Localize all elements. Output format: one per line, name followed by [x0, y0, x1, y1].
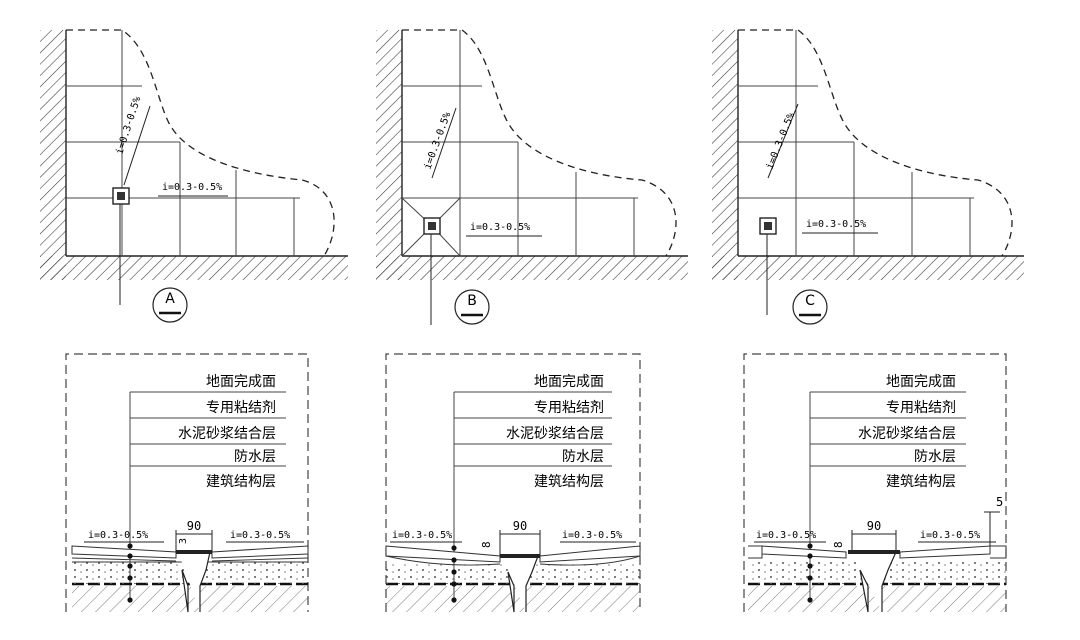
dim-depth-c: 8 [832, 541, 845, 548]
wall-hatch-bottom [40, 256, 348, 280]
layer-label-a-0: 地面完成面 [206, 374, 276, 390]
wall-hatch-left [376, 30, 402, 280]
layer-label-a-3: 防水层 [234, 449, 276, 465]
section-marker-label-b: B [467, 293, 477, 309]
section-marker-label-c: C [805, 293, 815, 309]
section-frame [743, 353, 1007, 612]
dim-depth-b: 8 [480, 541, 493, 548]
slope-label-diag-a: i=0.3-0.5% [114, 95, 143, 156]
layer-label-a-1: 专用粘结剂 [206, 400, 276, 416]
break-line [402, 29, 677, 257]
layer-label-c-1: 专用粘结剂 [886, 400, 956, 416]
layer-label-c-4: 建筑结构层 [886, 474, 956, 490]
layer-label-c-3: 防水层 [914, 449, 956, 465]
slope-left-c: i=0.3-0.5% [756, 530, 816, 541]
plan-view-a: i=0.3-0.5% i=0.3-0.5% A [40, 29, 348, 323]
layer-label-b-3: 防水层 [562, 449, 604, 465]
wall-hatch-bottom [712, 256, 1024, 280]
section-view-a: 地面完成面 专用粘结剂 水泥砂浆结合层 防水层 建筑结构层 90 3 i=0.3… [65, 353, 309, 613]
dim-width-b: 90 [513, 519, 527, 533]
slope-label-horiz-c: i=0.3-0.5% [806, 219, 866, 230]
section-view-c: 地面完成面 专用粘结剂 水泥砂浆结合层 防水层 建筑结构层 90 8 i=0.3… [743, 353, 1007, 613]
section-view-b: 地面完成面 专用粘结剂 水泥砂浆结合层 防水层 建筑结构层 90 8 i=0.3… [385, 353, 641, 613]
layer-label-b-1: 专用粘结剂 [534, 400, 604, 416]
slope-label-diag-c: i=0.3-0.5% [765, 111, 798, 171]
structure-layer [72, 586, 308, 612]
slope-label-horiz-a: i=0.3-0.5% [162, 182, 222, 193]
layer-label-c-2: 水泥砂浆结合层 [858, 426, 956, 442]
wall-hatch-bottom [376, 256, 688, 280]
dim-width-a: 90 [187, 519, 201, 533]
slope-left-a: i=0.3-0.5% [88, 530, 148, 541]
slope-label-horiz-b: i=0.3-0.5% [470, 222, 530, 233]
dim-width-c: 90 [867, 519, 881, 533]
wall-hatch-left [40, 30, 66, 280]
layer-label-b-2: 水泥砂浆结合层 [506, 426, 604, 442]
layer-label-a-4: 建筑结构层 [206, 474, 276, 490]
slope-right-a: i=0.3-0.5% [230, 530, 290, 541]
drain-body-a [178, 551, 211, 613]
break-line [738, 29, 1013, 257]
slope-right-c: i=0.3-0.5% [920, 530, 980, 541]
wall-hatch-left [712, 30, 738, 280]
slope-right-b: i=0.3-0.5% [562, 530, 622, 541]
layer-label-c-0: 地面完成面 [886, 374, 956, 390]
plan-view-b: i=0.3-0.5% i=0.3-0.5% B [376, 29, 688, 325]
dim-step-c: 5 [996, 495, 1003, 509]
layer-label-b-4: 建筑结构层 [534, 474, 604, 490]
section-frame [385, 353, 641, 612]
section-marker-label-a: A [165, 291, 175, 307]
dim-depth-a: 3 [178, 538, 189, 544]
plan-view-c: i=0.3-0.5% i=0.3-0.5% C [712, 29, 1024, 325]
layer-label-b-0: 地面完成面 [534, 374, 604, 390]
slope-left-b: i=0.3-0.5% [392, 530, 452, 541]
section-frame [65, 353, 309, 612]
layer-label-a-2: 水泥砂浆结合层 [178, 426, 276, 442]
